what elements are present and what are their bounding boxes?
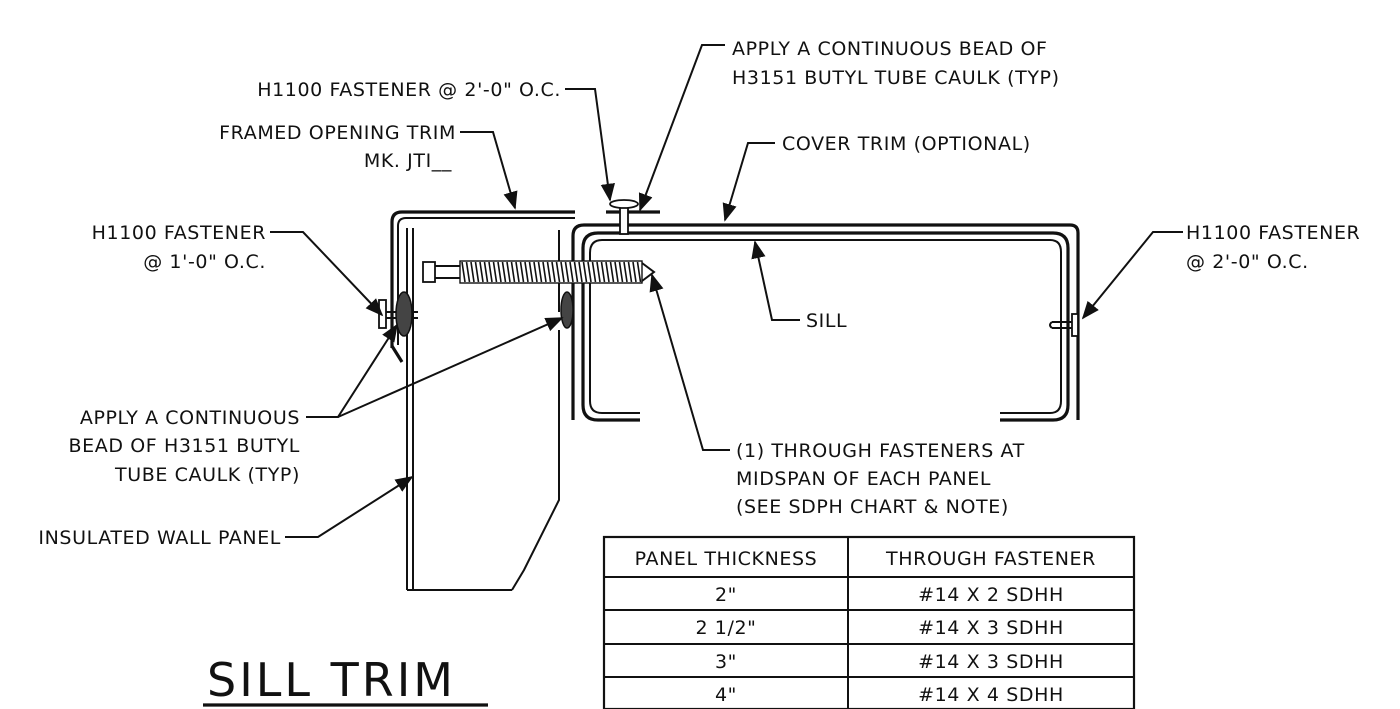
table-cell-thickness: 2" [715,584,737,606]
framed-trim-label-line2: MK. JTI__ [364,150,452,172]
cover-trim-shape [571,223,1080,420]
framed-trim-label-line1: FRAMED OPENING TRIM [219,122,456,144]
table-cell-fastener: #14 X 4 SDHH [918,684,1064,706]
framed-opening-trim-shape [390,210,575,363]
fastener-table: PANEL THICKNESS THROUGH FASTENER 2" #14 … [602,535,1136,709]
table-header-fastener: THROUGH FASTENER [885,548,1096,570]
sill-shape [581,231,1070,422]
leader-lines [203,44,1183,707]
through-fastener-shape [422,260,656,284]
right-fastener-shape [1049,313,1079,337]
sill-label: SILL [806,310,847,332]
caulk-left-label-line1: APPLY A CONTINUOUS [80,407,300,429]
fastener-left-label-line1: H1100 FASTENER [92,222,266,244]
caulk-left-label-line2: BEAD OF H3151 BUTYL [69,435,300,457]
caulk-top-label-line1: APPLY A CONTINUOUS BEAD OF [732,38,1048,60]
through-fastener-label-line2: MIDSPAN OF EACH PANEL [736,468,991,490]
table-cell-fastener: #14 X 2 SDHH [918,584,1064,606]
table-cell-fastener: #14 X 3 SDHH [918,617,1064,639]
cover-trim-label: COVER TRIM (OPTIONAL) [782,133,1031,155]
through-fastener-label-line1: (1) THROUGH FASTENERS AT [736,440,1025,462]
fastener-left-label-line2: @ 1'-0" O.C. [143,251,266,273]
caulk-left-label-line3: TUBE CAULK (TYP) [114,464,300,486]
drawing-title: SILL TRIM [207,653,456,707]
table-cell-fastener: #14 X 3 SDHH [918,651,1064,673]
caulk-top-label-line2: H3151 BUTYL TUBE CAULK (TYP) [732,67,1060,89]
table-cell-thickness: 3" [715,651,737,673]
through-fastener-label-line3: (SEE SDPH CHART & NOTE) [736,496,1009,518]
fastener-right-label-line2: @ 2'-0" O.C. [1186,251,1309,273]
wall-panel-label: INSULATED WALL PANEL [38,527,281,549]
fastener-right-label-line1: H1100 FASTENER [1186,222,1360,244]
table-cell-thickness: 2 1/2" [695,617,756,639]
left-fastener-shape [378,291,574,337]
table-cell-thickness: 4" [715,684,737,706]
fastener-top-label: H1100 FASTENER @ 2'-0" O.C. [257,79,561,101]
table-header-thickness: PANEL THICKNESS [635,548,818,570]
top-fastener-shape [606,199,660,235]
